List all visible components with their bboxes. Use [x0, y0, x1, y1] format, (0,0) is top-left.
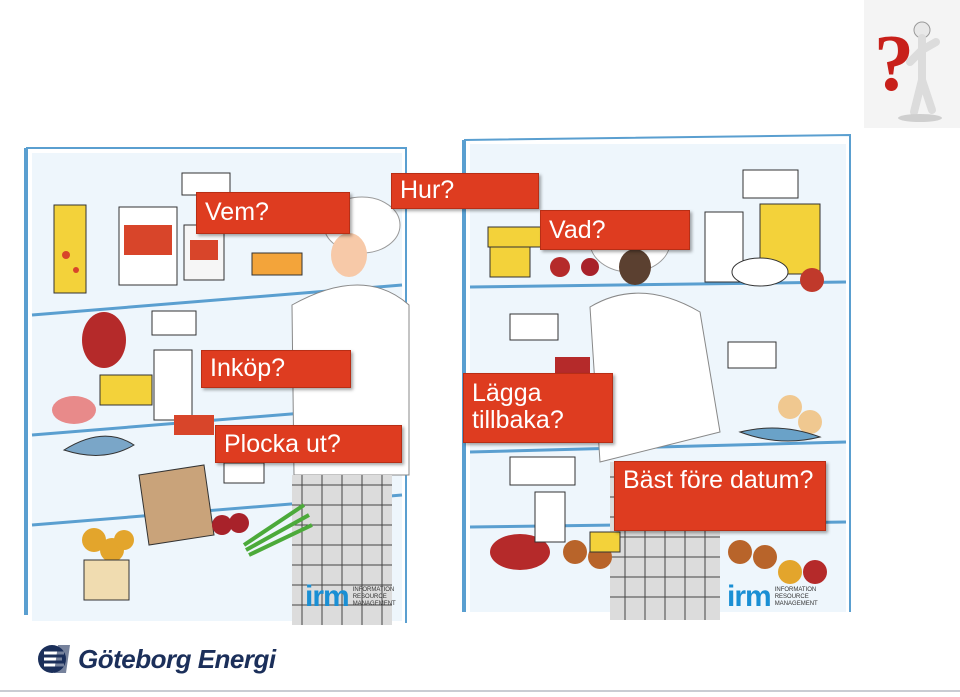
- callout-bast-fore-datum: Bäst före datum?: [614, 461, 826, 531]
- irm-logo-text: INFORMATION RESOURCE MANAGEMENT: [352, 586, 396, 607]
- irm-logo-mark: irm: [727, 580, 772, 613]
- irm-logo-text: INFORMATION RESOURCE MANAGEMENT: [774, 586, 818, 607]
- irm-logo-right: irm INFORMATION RESOURCE MANAGEMENT: [727, 580, 818, 614]
- irm-logo-left: irm INFORMATION RESOURCE MANAGEMENT: [305, 580, 396, 614]
- irm-logo-mark: irm: [305, 580, 350, 613]
- callout-vad: Vad?: [540, 210, 690, 250]
- goteborg-energi-logo: Göteborg Energi: [36, 643, 276, 675]
- footer-divider: [0, 690, 960, 692]
- callout-hur: Hur?: [391, 173, 539, 209]
- callout-vem: Vem?: [196, 192, 350, 234]
- question-man-image: ?: [864, 0, 960, 128]
- goteborg-energi-icon: [38, 645, 70, 673]
- callout-plocka-ut: Plocka ut?: [215, 425, 402, 463]
- callout-inkop: Inköp?: [201, 350, 351, 388]
- footer-company-name: Göteborg Energi: [78, 643, 276, 674]
- callout-lagga-tillbaka: Lägga tillbaka?: [463, 373, 613, 443]
